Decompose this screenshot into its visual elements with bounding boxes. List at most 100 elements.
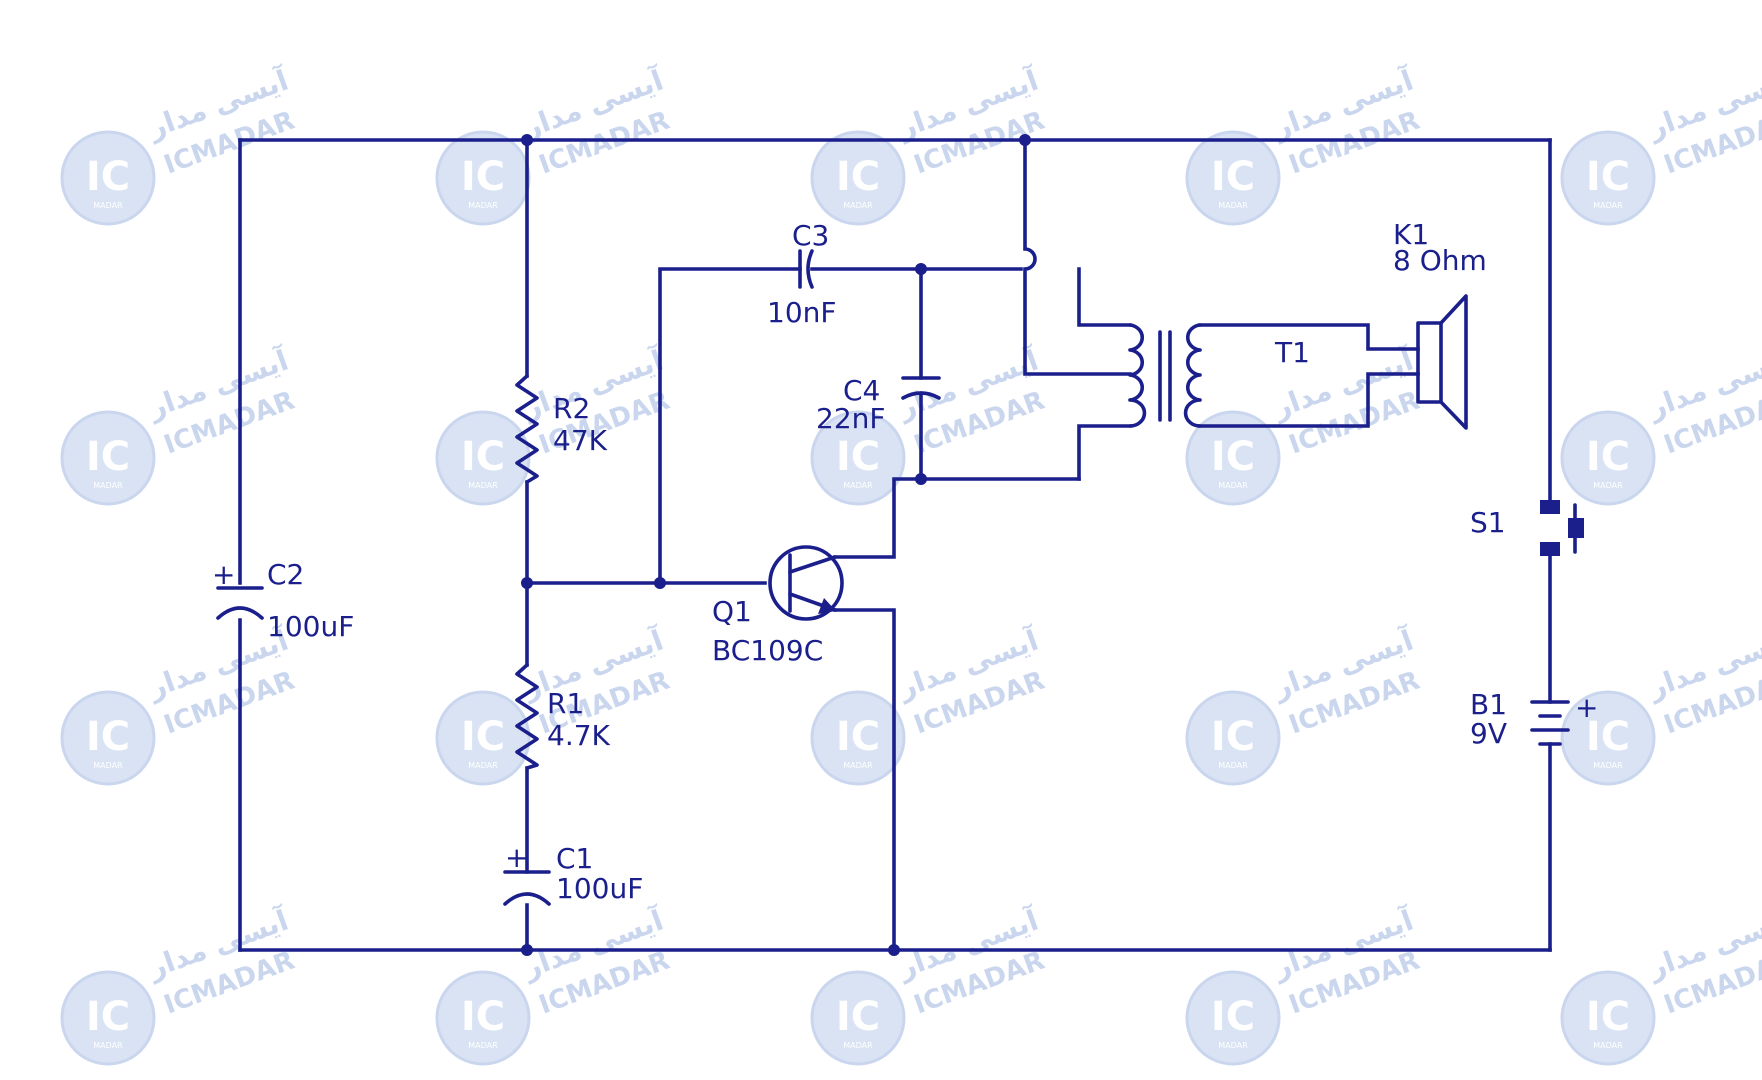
svg-text:IC: IC [836, 994, 880, 1040]
icmadar-logo-icon: ICMADAR [1560, 130, 1656, 226]
c2-ref-label: C2 [267, 558, 304, 591]
c1-plus-mark: + [505, 841, 528, 874]
icmadar-logo-icon: ICMADAR [435, 410, 531, 506]
c3-ref-label: C3 [792, 219, 829, 252]
icmadar-logo-icon: ICMADAR [1185, 130, 1281, 226]
s1-ref-label: S1 [1470, 506, 1506, 539]
svg-text:IC: IC [1586, 434, 1630, 480]
primary-winding [1128, 323, 1147, 428]
junction-node [654, 577, 666, 589]
svg-text:IC: IC [1211, 994, 1255, 1040]
icmadar-logo-icon: ICMADAR [810, 130, 906, 226]
t1-ref-label: T1 [1274, 336, 1310, 369]
switch-contact [1540, 542, 1560, 556]
primary-bottom-lead [1077, 424, 1132, 481]
svg-text:IC: IC [1586, 714, 1630, 760]
switch-s1: S1 [1470, 500, 1584, 556]
emitter-wire [833, 608, 896, 952]
svg-text:MADAR: MADAR [93, 481, 123, 490]
svg-text:MADAR: MADAR [843, 481, 873, 490]
svg-text:MADAR: MADAR [1218, 481, 1248, 490]
svg-text:IC: IC [86, 154, 130, 200]
junction-node [915, 263, 927, 275]
junction-node [888, 944, 900, 956]
svg-text:MADAR: MADAR [93, 761, 123, 770]
speaker-magnet [1416, 321, 1443, 404]
capacitor-c4: C4 22nF [816, 374, 941, 435]
svg-text:MADAR: MADAR [468, 481, 498, 490]
junction-nodes [521, 134, 1031, 956]
c4-value-label: 22nF [816, 402, 885, 435]
capacitor-plate-curved [901, 391, 941, 400]
junction-node [1019, 134, 1031, 146]
switch-button [1568, 518, 1584, 538]
r1-ref-label: R1 [547, 687, 584, 720]
svg-text:IC: IC [1211, 434, 1255, 480]
svg-text:MADAR: MADAR [1218, 201, 1248, 210]
capacitor-c3: C3 10nF [767, 219, 836, 329]
transistor-q1: Q1 BC109C [712, 545, 844, 667]
svg-text:MADAR: MADAR [1218, 761, 1248, 770]
icmadar-logo-icon: ICMADAR [435, 690, 531, 786]
primary-top-lead [1077, 267, 1132, 327]
q1-ref-label: Q1 [712, 595, 752, 628]
wires [238, 138, 1552, 952]
resistor-r2: R2 47K [515, 374, 608, 484]
icmadar-logo-icon: ICMADAR [1185, 970, 1281, 1066]
icmadar-logo-icon: ICMADAR [435, 130, 531, 226]
svg-text:IC: IC [836, 434, 880, 480]
battery-b1: + B1 9V [1470, 688, 1598, 750]
transistor-collector [788, 555, 837, 574]
c2-value-label: 100uF [267, 610, 354, 643]
svg-text:IC: IC [1211, 714, 1255, 760]
secondary-bottom-lead [1198, 372, 1420, 428]
capacitor-c2: + C2 100uF [212, 558, 354, 643]
icmadar-logo-icon: ICMADAR [435, 970, 531, 1066]
capacitor-plate-curved [503, 892, 551, 906]
icmadar-logo-icon: ICMADAR [60, 690, 156, 786]
icmadar-logo-icon: ICMADAR [60, 130, 156, 226]
c2-plus-mark: + [212, 558, 235, 591]
svg-text:MADAR: MADAR [843, 761, 873, 770]
resistor-symbol [515, 374, 539, 484]
junction-node [521, 134, 533, 146]
svg-text:MADAR: MADAR [1593, 481, 1623, 490]
svg-text:IC: IC [1586, 994, 1630, 1040]
c1-ref-label: C1 [556, 842, 593, 875]
svg-text:MADAR: MADAR [1218, 1041, 1248, 1050]
svg-text:MADAR: MADAR [93, 201, 123, 210]
b1-value-label: 9V [1470, 717, 1507, 750]
speaker-k1: K1 8 Ohm [1393, 218, 1487, 430]
transistor-body [768, 545, 844, 621]
svg-text:MADAR: MADAR [1593, 1041, 1623, 1050]
icmadar-logo-icon: ICMADAR [810, 410, 906, 506]
svg-text:IC: IC [836, 714, 880, 760]
svg-text:IC: IC [461, 994, 505, 1040]
speaker-cone-icon [1439, 294, 1468, 430]
svg-text:IC: IC [86, 994, 130, 1040]
svg-text:MADAR: MADAR [1593, 201, 1623, 210]
svg-text:IC: IC [461, 714, 505, 760]
transformer-t1: T1 [1128, 323, 1310, 428]
capacitor-plate-curved [806, 249, 814, 289]
junction-node [521, 577, 533, 589]
svg-text:IC: IC [86, 714, 130, 760]
icmadar-logo-icon: ICMADAR [810, 970, 906, 1066]
k1-ref-label: K1 [1393, 218, 1429, 251]
svg-text:MADAR: MADAR [1593, 761, 1623, 770]
svg-text:IC: IC [461, 154, 505, 200]
collector-wire [833, 477, 1081, 559]
svg-text:IC: IC [86, 434, 130, 480]
k1-value-label: 8 Ohm [1393, 244, 1487, 277]
secondary-winding [1183, 323, 1202, 428]
c1-value-label: 100uF [556, 872, 643, 905]
icmadar-logo-icon: ICMADAR [1185, 690, 1281, 786]
svg-text:MADAR: MADAR [843, 201, 873, 210]
svg-text:IC: IC [1586, 154, 1630, 200]
resistor-symbol [515, 663, 539, 770]
q1-value-label: BC109C [712, 634, 823, 667]
icmadar-logo-icon: ICMADAR [1560, 410, 1656, 506]
capacitor-c1: + C1 100uF [503, 841, 643, 906]
svg-text:MADAR: MADAR [468, 201, 498, 210]
